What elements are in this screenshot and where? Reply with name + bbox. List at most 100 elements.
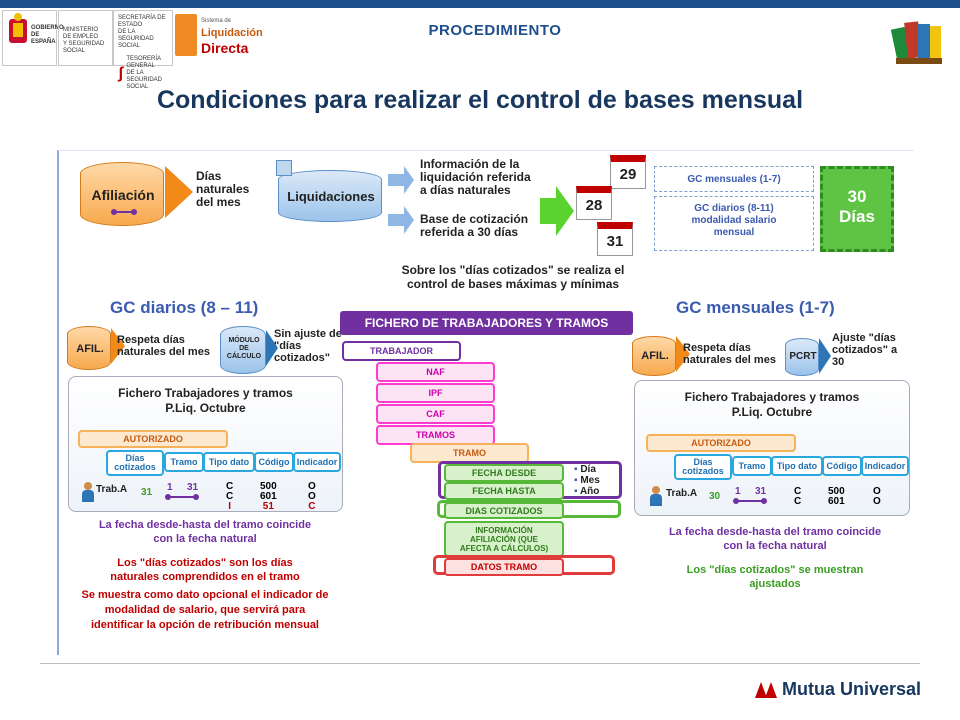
books-icon: [890, 21, 942, 64]
right-respeta-line-2: naturales del mes: [683, 354, 776, 366]
dias-naturales-line-1: Días: [196, 169, 222, 183]
right-range-icon: [733, 498, 767, 504]
afiliacion-cylinder: Afiliación: [80, 162, 164, 226]
left-note2-line-1: Los "días cotizados" son los días: [117, 557, 293, 569]
left-arrow-icon: [111, 328, 125, 364]
liquidaciones-cylinder: Liquidaciones: [278, 170, 382, 222]
right-tramo-a: 1: [735, 486, 741, 497]
left-col-tipo: Tipo dato: [203, 452, 255, 472]
box-fecha-hasta: FECHA HASTA: [444, 482, 564, 500]
right-col-codigo: Código: [822, 456, 862, 476]
seg-line-1: SECRETARÍA DE ESTADO: [118, 15, 166, 28]
gov-line-2: DE ESPAÑA: [31, 32, 56, 45]
right-note1-line-1: La fecha desde-hasta del tramo coincide: [668, 526, 882, 538]
left-note1-line-2: con la fecha natural: [153, 533, 257, 545]
right-fichero-line-2: P.Liq. Octubre: [731, 405, 813, 419]
left-afil-label: AFIL.: [76, 343, 104, 355]
gc-mensuales-box: GC mensuales (1-7): [654, 166, 814, 192]
right-fichero-line-1: Fichero Trabajadores y tramos: [684, 390, 860, 404]
dias-naturales-line-3: del mes: [196, 195, 241, 209]
main-title: Condiciones para realizar el control de …: [156, 86, 804, 114]
info-liq-line-1: Información de la: [420, 157, 520, 171]
right-cod-1: 500: [828, 486, 845, 497]
info-liq-line-2: liquidación referida: [420, 170, 531, 184]
base-cot-line-1: Base de cotización: [420, 212, 529, 226]
ajuste-line-2: cotizados" a: [832, 344, 898, 356]
box-trabajador: TRABAJADOR: [342, 341, 461, 361]
left-range-icon: [165, 494, 199, 500]
gc-diarios-box: GC diarios (8-11) modalidad salario mens…: [654, 196, 814, 251]
range-icon: [111, 209, 137, 215]
right-autorizado-box: AUTORIZADO: [646, 434, 796, 452]
left-ind-3: C: [308, 501, 316, 512]
modulo-line-3: CÁLCULO: [226, 353, 262, 360]
seg-line-4: DE LA SEGURIDAD SOCIAL: [126, 70, 162, 90]
right-tipo-1: C: [794, 486, 802, 497]
right-trab: Trab.A: [666, 488, 698, 499]
right-dias: 30: [709, 491, 721, 502]
liquidaciones-label: Liquidaciones: [287, 189, 375, 204]
right-col-tramo: Tramo: [732, 456, 772, 476]
calendar-29-label: 29: [619, 166, 637, 183]
base-cot-line-2: referida a 30 días: [420, 225, 519, 239]
box-ipf: IPF: [376, 383, 495, 403]
box-naf: NAF: [376, 362, 495, 382]
left-respeta-line-1: Respeta días: [117, 334, 185, 346]
ajuste-line-1: Ajuste "días: [832, 332, 896, 344]
dias-naturales-line-2: naturales: [196, 182, 250, 196]
left-tipo-1: C: [226, 481, 234, 492]
right-col-tipo: Tipo dato: [771, 456, 823, 476]
min-line-3: Y SEGURIDAD SOCIAL: [63, 41, 105, 54]
info-afil-line-1: INFORMACIÓN: [475, 525, 533, 535]
modulo-line-2: DE: [239, 345, 249, 352]
left-tipo-3: I: [228, 501, 231, 512]
footer-divider: [40, 663, 920, 664]
right-ind-2: O: [873, 496, 881, 507]
box-datos-tramo: DATOS TRAMO: [444, 558, 564, 576]
gc-diarios-line-3: mensual: [713, 227, 755, 238]
right-col-dias: Días cotizados: [674, 454, 732, 480]
dias-30-line-1: 30: [847, 187, 867, 206]
left-col-dias: Días cotizados: [106, 450, 164, 476]
sld-mark-icon: [175, 14, 197, 56]
left-col-indicador: Indicador: [293, 452, 341, 472]
secretaria-logo: SECRETARÍA DE ESTADO DE LA SEGURIDAD SOC…: [113, 10, 173, 90]
center-header: FICHERO DE TRABAJADORES Y TRAMOS: [340, 311, 633, 335]
left-tramo-b: 31: [187, 482, 199, 493]
split-arrows-icon: [388, 166, 414, 234]
arrow-right-icon: [165, 166, 193, 218]
green-arrow-icon: [540, 186, 574, 236]
box-tramo: TRAMO: [410, 443, 529, 463]
seg-line-2: DE LA SEGURIDAD SOCIAL: [118, 29, 154, 49]
diagram-frame: [57, 150, 914, 655]
ministerio-logo: MINISTERIO DE EMPLEO Y SEGURIDAD SOCIAL: [58, 10, 113, 66]
top-bar: [0, 0, 960, 8]
left-ind-2: O: [308, 491, 316, 502]
min-line-1: MINISTERIO: [63, 27, 99, 33]
sin-ajuste-line-3: cotizados": [274, 352, 330, 364]
calendar-31-icon: 31: [597, 222, 633, 256]
person-icon: [82, 482, 94, 502]
left-cod-1: 500: [260, 481, 277, 492]
info-liq-line-3: a días naturales: [420, 183, 511, 197]
left-afil-cylinder: AFIL.: [67, 326, 111, 370]
dias-30-box: 30 Días: [820, 166, 894, 252]
gov-line-1: GOBIERNO: [31, 25, 64, 31]
right-note2-line-1: Los "días cotizados" se muestran: [686, 564, 864, 576]
left-note3-line-1: Se muestra como dato opcional el indicad…: [81, 589, 329, 601]
sld-line-2: Liquidación: [201, 27, 263, 39]
seg-line-3: TESORERÍA GENERAL: [126, 56, 161, 69]
box-tramos: TRAMOS: [376, 425, 495, 445]
left-tramo-a: 1: [167, 482, 173, 493]
right-arrow-icon: [676, 336, 690, 372]
note-line-1: Sobre los "días cotizados" se realiza el: [401, 263, 625, 277]
right-afil-cylinder: AFIL.: [632, 336, 676, 376]
calendar-29-icon: 29: [610, 155, 646, 189]
left-cod-2: 601: [260, 491, 277, 502]
left-dias: 31: [141, 487, 153, 498]
gc-diarios-line-2: modalidad salario: [691, 215, 777, 226]
afiliacion-label: Afiliación: [91, 187, 155, 203]
right-respeta-line-1: Respeta días: [683, 342, 751, 354]
box-caf: CAF: [376, 404, 495, 424]
box-fecha-desde: FECHA DESDE: [444, 464, 564, 482]
